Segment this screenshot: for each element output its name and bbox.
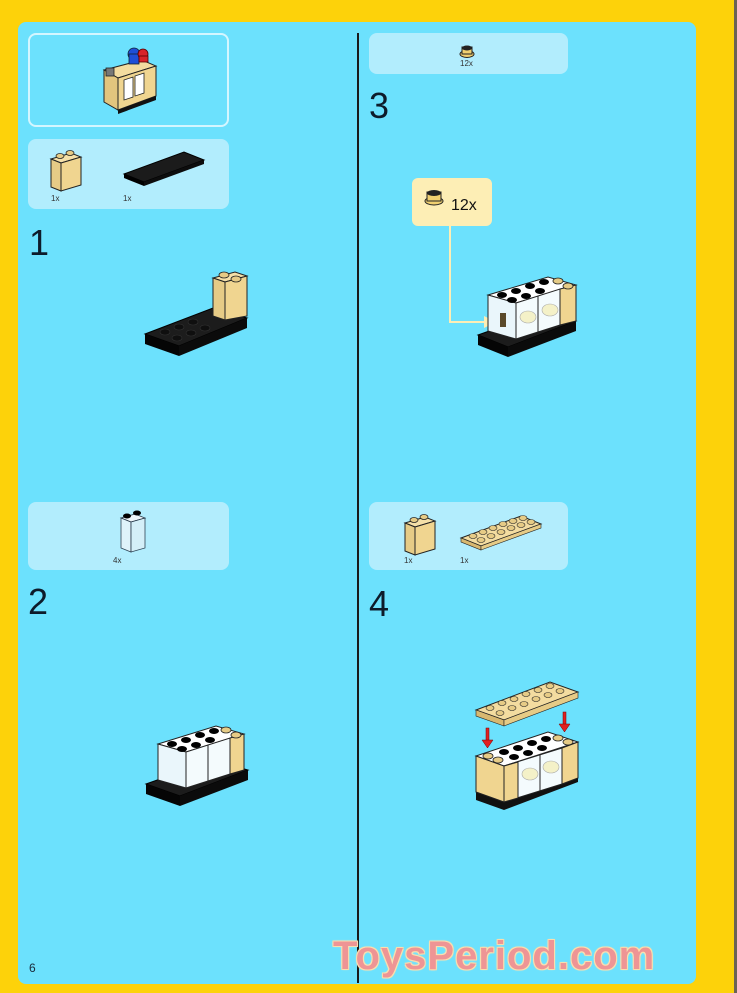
part-qty: 1x xyxy=(460,556,469,565)
step-number: 3 xyxy=(369,85,390,126)
step-2-assembly-icon xyxy=(144,725,250,806)
part-qty: 1x xyxy=(123,194,132,203)
tan-plate-2x6-icon xyxy=(459,515,543,551)
part-qty: 12x xyxy=(460,59,473,68)
part-qty: 1x xyxy=(404,556,413,565)
step-number: 1 xyxy=(29,222,50,263)
step-4-assembly-icon xyxy=(474,681,580,810)
watermark: ToysPeriod.com xyxy=(333,934,656,978)
callout-qty: 12x xyxy=(451,197,477,214)
part-qty: 4x xyxy=(113,556,122,565)
step-1-assembly-icon xyxy=(143,271,249,356)
page-edge xyxy=(734,0,737,993)
transparent-panel-1x2x2-icon xyxy=(119,510,147,553)
column-divider xyxy=(357,33,359,983)
tan-brick-1x2x2-icon xyxy=(49,150,83,192)
model-preview-box xyxy=(28,33,229,127)
round-plate-1x1-icon xyxy=(424,190,444,206)
page-number: 6 xyxy=(29,961,36,975)
completed-model-icon xyxy=(102,47,158,114)
step-number: 2 xyxy=(28,581,49,622)
step-number: 4 xyxy=(369,583,390,624)
tan-brick-1x2x2-icon xyxy=(403,514,437,556)
black-plate-2x6-icon xyxy=(122,151,206,186)
part-qty: 1x xyxy=(51,194,60,203)
step-3-assembly-icon xyxy=(476,276,578,357)
round-plate-1x1-icon xyxy=(459,45,475,58)
